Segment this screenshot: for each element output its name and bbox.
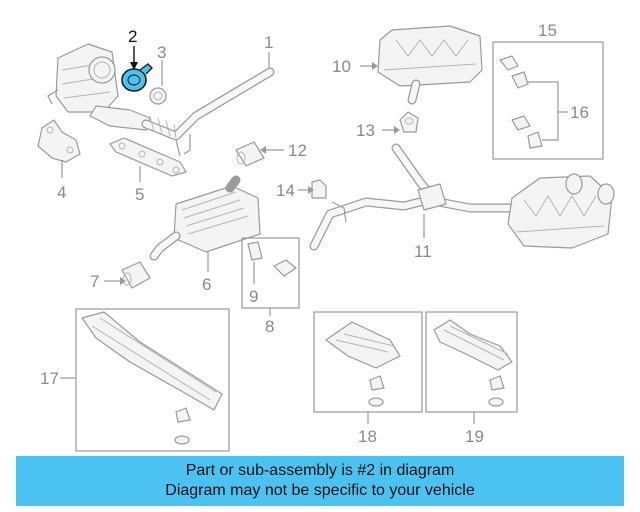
gasket-part-3 <box>149 60 167 105</box>
catalytic-converter-assembly <box>47 43 151 131</box>
center-muffler-part-6 <box>149 175 261 272</box>
rear-pipe-part-11 <box>309 143 615 251</box>
heat-shield-box-18 <box>313 311 423 424</box>
hanger-kit-box-8-9 <box>241 237 300 316</box>
callout-4: 4 <box>57 183 66 202</box>
callout-13: 13 <box>356 121 375 140</box>
callout-6: 6 <box>202 275 211 294</box>
clamp-part-2-highlighted <box>121 46 153 92</box>
exhaust-system-diagram: 1 2 3 4 5 6 7 8 9 10 11 12 13 14 15 16 1… <box>37 21 615 452</box>
callout-3: 3 <box>157 43 166 62</box>
bracket-part-4 <box>37 119 81 178</box>
sleeve-part-12 <box>235 141 284 167</box>
callout-14: 14 <box>276 181 295 200</box>
callout-17: 17 <box>40 369 59 388</box>
callout-1: 1 <box>264 33 273 52</box>
heat-shield-box-19 <box>425 311 518 424</box>
callout-labels: 1 2 3 4 5 6 7 8 9 10 11 12 13 14 15 16 1… <box>40 21 589 446</box>
heat-shield-box-17 <box>60 308 230 452</box>
front-pipe-part-1 <box>141 52 275 157</box>
hanger-part-14 <box>298 179 327 199</box>
hanger-part-13 <box>382 111 419 134</box>
callout-16: 16 <box>570 103 589 122</box>
callout-15: 15 <box>538 21 557 40</box>
banner-line-2: Diagram may not be specific to your vehi… <box>165 482 475 499</box>
hanger-kit-box-15-16 <box>492 41 604 160</box>
callout-10: 10 <box>332 57 351 76</box>
sleeve-part-7 <box>104 261 151 289</box>
rear-muffler-part-10 <box>360 25 483 105</box>
callout-12: 12 <box>288 141 307 160</box>
callout-8: 8 <box>265 317 274 336</box>
banner-line-1: Part or sub-assembly is #2 in diagram <box>185 462 455 479</box>
gasket-part-5 <box>109 137 187 182</box>
callout-18: 18 <box>358 427 377 446</box>
callout-5: 5 <box>135 185 144 204</box>
callout-2: 2 <box>128 27 137 46</box>
callout-19: 19 <box>465 427 484 446</box>
info-banner: Part or sub-assembly is #2 in diagram Di… <box>16 456 624 506</box>
callout-9: 9 <box>249 287 258 306</box>
callout-7: 7 <box>90 272 99 291</box>
callout-11: 11 <box>414 242 432 261</box>
